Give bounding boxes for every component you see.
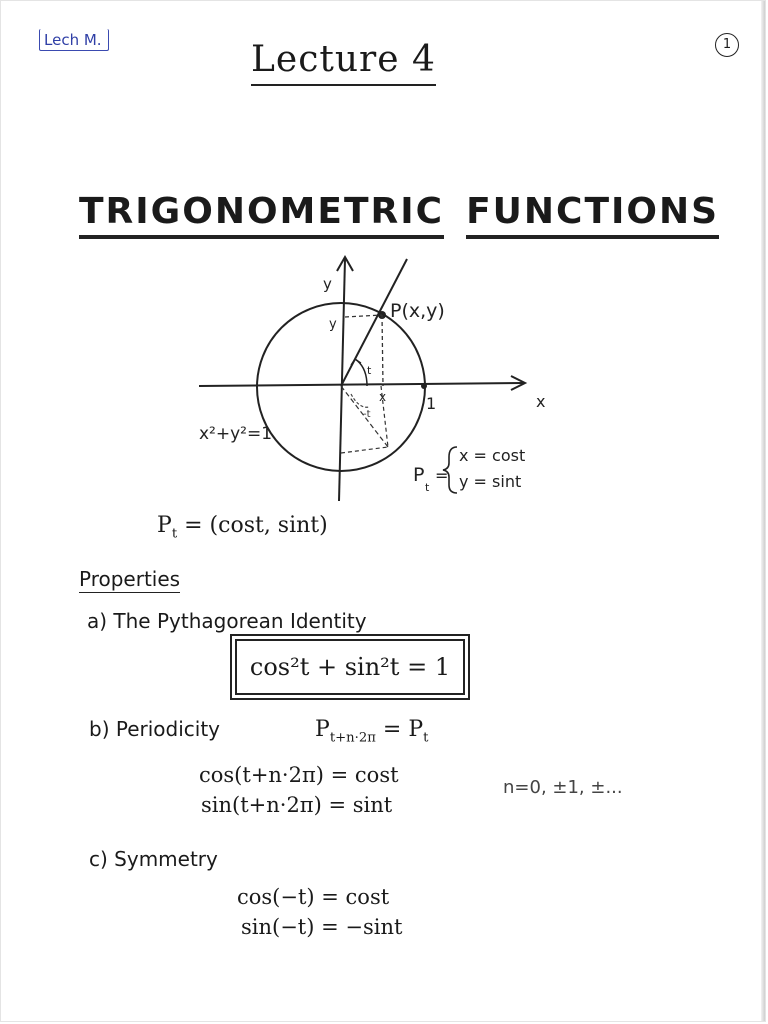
terminal-ray — [340, 258, 408, 387]
page-edge — [761, 1, 765, 1021]
x-axis — [198, 382, 524, 387]
y-tick-label: y — [329, 317, 337, 332]
sin-periodicity: sin(t+n·2π) = sint — [201, 793, 393, 817]
periodicity-equation: Pt+n·2π = Pt — [315, 717, 428, 745]
neg-angle-arc — [350, 393, 370, 408]
main-title: TRIGONOMETRIC FUNCTIONS — [79, 191, 720, 239]
circle-equation: x²+y²=1 — [199, 424, 272, 444]
page-number: 1 — [715, 33, 739, 57]
param-y: y = sint — [459, 472, 521, 491]
period-lhs: P — [315, 717, 330, 742]
y-axis-label: y — [323, 275, 332, 293]
unit-circle-diagram: y x P(x,y) y x 1 t -t x²+y²=1 P t = x = … — [198, 254, 545, 502]
cos-symmetry: cos(−t) = cost — [237, 885, 390, 909]
pythagorean-identity-box: cos²t + sin²t = 1 — [230, 634, 470, 700]
period-rhs-sub: t — [423, 730, 429, 746]
point-label: P(x,y) — [390, 300, 445, 322]
y-axis-arrow — [336, 254, 354, 272]
author-tag: Lech M. — [39, 29, 109, 51]
property-a-label: a) The Pythagorean Identity — [87, 609, 367, 633]
sin-symmetry: sin(−t) = −sint — [241, 915, 403, 939]
angle-arrow — [350, 358, 362, 366]
y-axis — [338, 258, 346, 502]
neg-angle-label: -t — [363, 409, 371, 420]
angle-arc — [354, 358, 368, 387]
param-brace — [442, 446, 458, 494]
y-projection — [344, 314, 383, 318]
negative-vertical — [380, 385, 389, 448]
negative-projection — [340, 446, 389, 454]
property-b-label: b) Periodicity — [89, 717, 221, 741]
period-lhs-sub: t+n·2π — [329, 730, 376, 746]
definition-lhs-sub: t — [171, 526, 178, 542]
main-title-word-2: FUNCTIONS — [466, 191, 720, 239]
x-projection — [381, 314, 384, 387]
pythagorean-identity: cos²t + sin²t = 1 — [249, 653, 451, 681]
x-axis-arrow — [510, 375, 528, 391]
point-definition: Pt = (cost, sint) — [157, 513, 328, 541]
one-label: 1 — [426, 394, 436, 413]
x-axis-label: x — [536, 392, 545, 411]
param-prefix: P — [413, 464, 424, 486]
definition-rhs: = (cost, sint) — [177, 513, 328, 538]
lecture-title: Lecture 4 — [251, 39, 436, 86]
n-values: n=0, ±1, ±... — [503, 777, 623, 798]
unit-point — [421, 383, 427, 389]
period-rhs: = P — [375, 717, 424, 742]
main-title-word-1: TRIGONOMETRIC — [79, 191, 445, 239]
definition-lhs: P — [157, 513, 172, 538]
properties-heading: Properties — [79, 567, 181, 593]
param-x: x = cost — [459, 446, 525, 465]
angle-label: t — [367, 364, 372, 377]
property-c-label: c) Symmetry — [89, 847, 218, 871]
cos-periodicity: cos(t+n·2π) = cost — [199, 763, 399, 787]
negative-angle-ray — [340, 385, 389, 448]
param-sub: t — [425, 481, 430, 494]
x-tick-label: x — [379, 390, 386, 404]
